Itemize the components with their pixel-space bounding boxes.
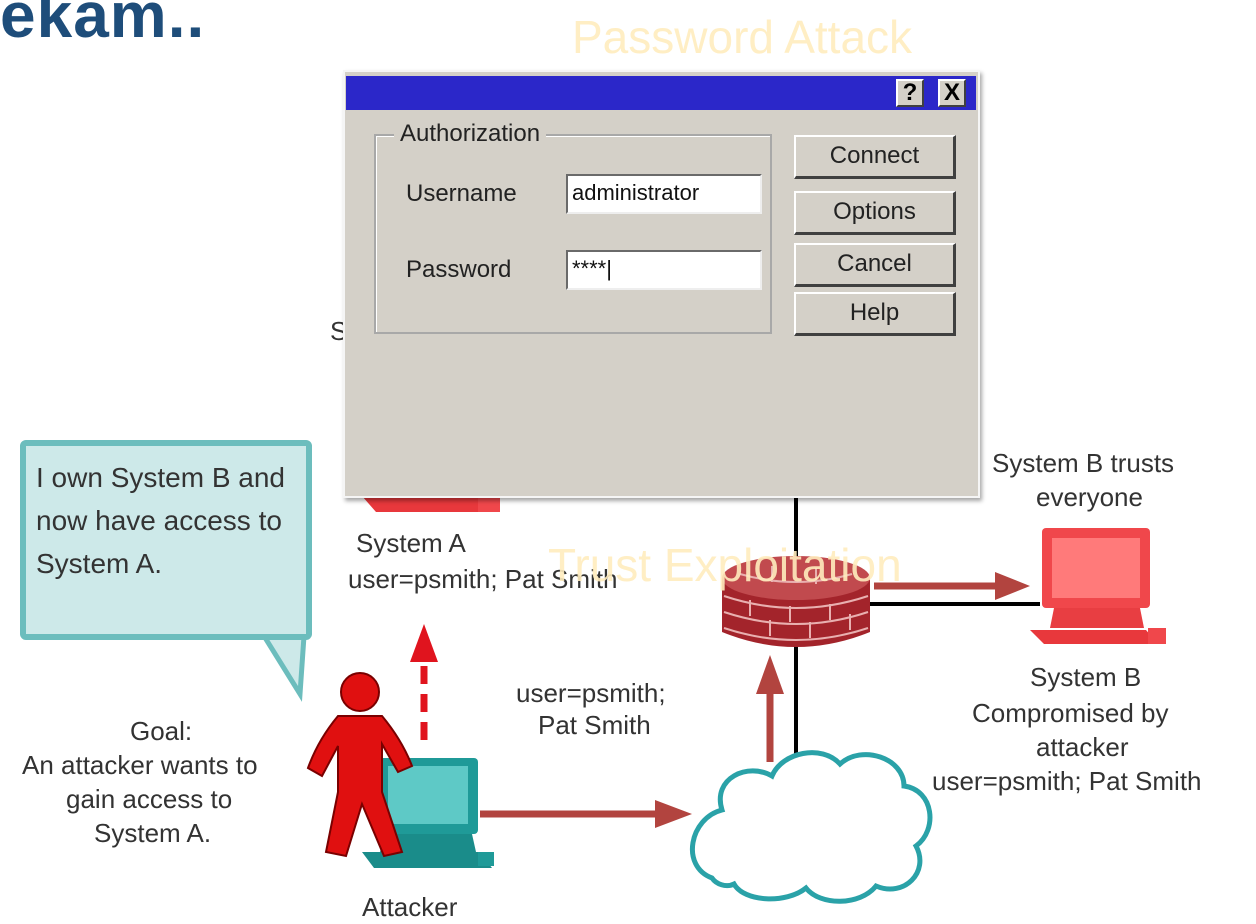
system-b-trusts-label-2: everyone <box>1036 482 1143 512</box>
options-button[interactable]: Options <box>794 191 956 235</box>
close-icon[interactable]: X <box>938 79 966 107</box>
password-label: Password <box>406 256 512 283</box>
callout-box <box>20 440 312 640</box>
cloud-icon <box>690 750 933 904</box>
cancel-button[interactable]: Cancel <box>794 243 956 287</box>
cloud-user-label: user=psmith; <box>516 678 666 708</box>
authorization-group <box>374 134 772 334</box>
attacker-person-icon <box>306 672 414 858</box>
attacker-label: Attacker <box>362 892 458 922</box>
help-icon[interactable]: ? <box>896 79 924 107</box>
goal-text-3: System A. <box>94 818 212 848</box>
connect-button[interactable]: Connect <box>794 135 956 179</box>
help-button[interactable]: Help <box>794 292 956 336</box>
goal-heading: Goal: <box>130 716 193 746</box>
system-a-computer-icon <box>362 496 500 512</box>
system-a-label: System A <box>356 528 466 558</box>
slide-title: ekam.. <box>0 0 206 51</box>
system-b-computer-icon <box>1030 528 1166 644</box>
firewall-icon <box>722 556 870 647</box>
system-a-user-label: user=psmith; Pat Smith <box>348 564 618 594</box>
goal-text-2: gain access to <box>66 784 233 814</box>
password-attack-heading: Password Attack <box>572 11 913 63</box>
trust-exploitation-heading: Trust Exploitation <box>548 539 902 591</box>
system-b-label: System B <box>1030 662 1142 692</box>
callout-text: I own System B and now have access to Sy… <box>36 462 286 579</box>
dialog-titlebar <box>346 76 976 110</box>
username-label: Username <box>406 180 517 207</box>
system-b-compromised-label: Compromised by <box>972 698 1169 728</box>
password-field[interactable]: ****| <box>566 250 762 290</box>
username-field[interactable]: administrator <box>566 174 762 214</box>
goal-text-1: An attacker wants to <box>22 750 258 780</box>
cloud-user-label-2: Pat Smith <box>538 710 651 740</box>
authorization-label: Authorization <box>394 120 547 148</box>
system-b-trusts-label: System B trusts <box>992 448 1175 478</box>
attacker-computer-icon <box>362 758 494 868</box>
system-b-attacker-label: attacker <box>1036 732 1129 762</box>
system-b-user-label: user=psmith; Pat Smith <box>932 766 1202 796</box>
